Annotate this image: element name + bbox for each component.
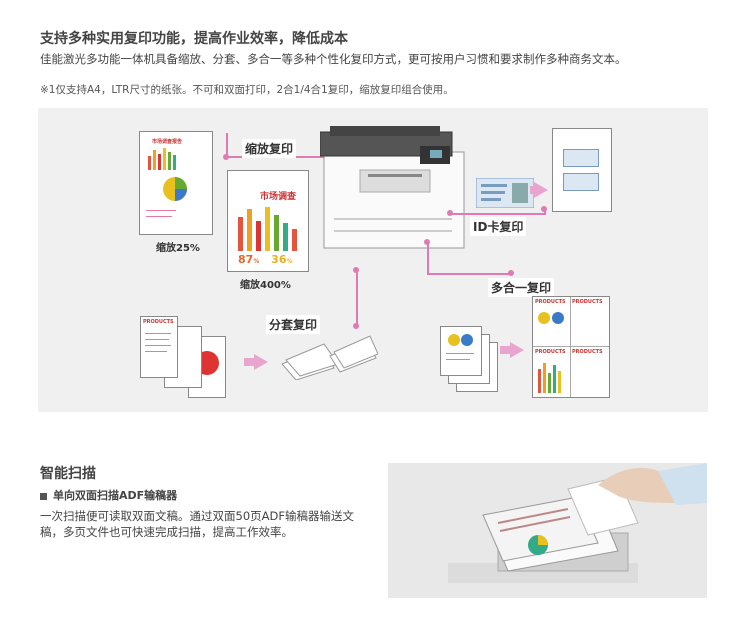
label-multi-copy: 多合一复印 bbox=[488, 278, 555, 297]
percent-value-1: 87 bbox=[238, 253, 254, 266]
result-pie-icon bbox=[538, 312, 564, 324]
large-bar-chart-icon bbox=[238, 207, 297, 251]
square-bullet-icon bbox=[40, 492, 47, 500]
scan-subtitle-text: 单向双面扫描ADF输稿器 bbox=[53, 489, 178, 502]
large-market-title: 市场调查 bbox=[260, 192, 297, 202]
sorted-sets-icon bbox=[281, 335, 378, 380]
copy-section-note: ※1仅支持A4，LTR尺寸的纸张。不可和双面打印，2合1/4合1复印，缩放复印组… bbox=[40, 84, 454, 96]
scan-section-description: 一次扫描便可读取双面文稿。通过双面50页ADF输稿器输送文稿，多页文件也可快速完… bbox=[40, 509, 354, 539]
printer-icon bbox=[320, 126, 465, 249]
zoom-400-page: 市场调查 87% 36% bbox=[227, 170, 309, 272]
multi-result-page: PRODUCTS PRODUCTS PRODUCTS PRODUCTS bbox=[532, 296, 610, 398]
zoom-25-page: 市场调查报告 bbox=[139, 131, 213, 235]
small-market-title: 市场调查报告 bbox=[152, 139, 183, 145]
copy-section-description: 佳能激光多功能一体机具备缩放、分套、多合一等多种个性化复印方式，更可按用户习惯和… bbox=[40, 52, 627, 66]
multi-input-page-1 bbox=[440, 326, 482, 376]
label-id-copy: ID卡复印 bbox=[470, 217, 527, 236]
small-pie-chart-icon bbox=[163, 177, 187, 201]
sort-products-label: PRODUCTS bbox=[143, 319, 174, 325]
copy-section-title: 支持多种实用复印功能，提高作业效率，降低成本 bbox=[40, 31, 348, 47]
id-copy-result-page bbox=[552, 128, 612, 212]
label-zoom-copy: 缩放复印 bbox=[242, 139, 297, 158]
percent-unit-1: % bbox=[253, 258, 260, 265]
sort-input-page-1: PRODUCTS bbox=[140, 316, 178, 378]
scan-section-subtitle: 单向双面扫描ADF输稿器 bbox=[40, 487, 177, 503]
result-bar-icon bbox=[538, 363, 561, 393]
caption-zoom-400: 缩放400% bbox=[240, 280, 291, 291]
scan-section-title: 智能扫描 bbox=[40, 466, 96, 482]
products-label-3: PRODUCTS bbox=[535, 349, 566, 355]
adf-scanner-photo bbox=[388, 463, 707, 598]
id-card-icon bbox=[476, 178, 534, 208]
small-bar-chart-icon bbox=[148, 148, 176, 170]
label-sort-copy: 分套复印 bbox=[266, 315, 321, 334]
products-label-1: PRODUCTS bbox=[535, 299, 566, 305]
percent-unit-2: % bbox=[286, 258, 293, 265]
multi-pie-icon bbox=[448, 334, 473, 346]
copy-functions-diagram: 市场调查报告 缩放25% 市场调查 87% 36% 缩放400% 缩放复印 bbox=[38, 108, 708, 412]
caption-zoom-25: 缩放25% bbox=[156, 243, 200, 254]
products-label-2: PRODUCTS bbox=[572, 299, 603, 305]
products-label-4: PRODUCTS bbox=[572, 349, 603, 355]
adf-scanner-illustration bbox=[448, 463, 707, 583]
percent-value-2: 36 bbox=[271, 253, 287, 266]
